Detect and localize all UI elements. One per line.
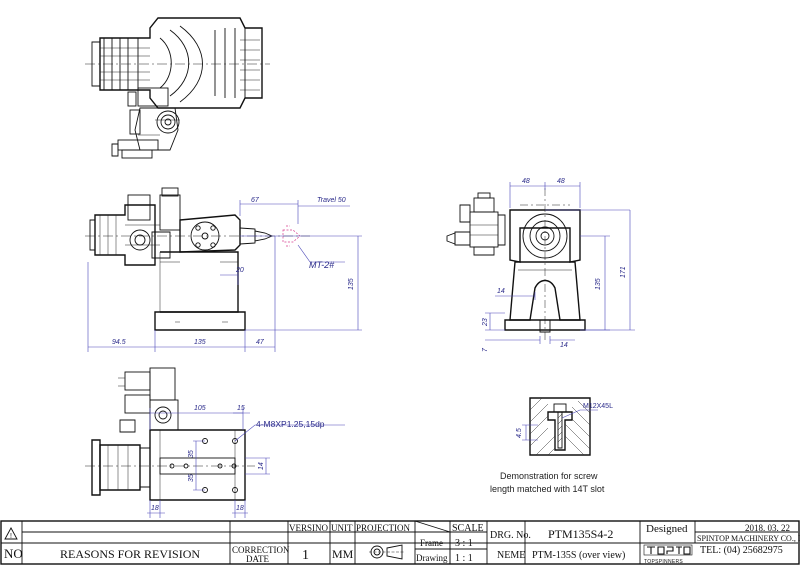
dim-23: 23 (482, 318, 489, 327)
dim-135-width: 135 (194, 339, 206, 346)
unit-value: MM (332, 547, 354, 561)
projection-symbol-icon (369, 544, 405, 560)
dim-14-top: 14 (258, 462, 265, 470)
dim-48-right: 48 (557, 178, 565, 185)
drg-no-value: PTM135S4-2 (548, 527, 613, 541)
frame-label: Frame (420, 538, 443, 548)
dim-18-right: 18 (236, 505, 244, 512)
plan-view-top (85, 17, 270, 159)
dim-135-side: 135 (595, 278, 602, 290)
version-header: VERSINO (289, 523, 329, 533)
dim-135-height: 135 (348, 278, 355, 290)
company-logo: TOPSPINNERS (643, 544, 693, 565)
unit-header: UNIT (331, 523, 353, 533)
col-no: NO (4, 546, 23, 561)
designed-label: Designed (646, 523, 688, 535)
dim-171: 171 (620, 266, 627, 278)
side-view: 48 48 135 171 14 23 7 14 (446, 178, 635, 352)
dim-15: 15 (237, 405, 245, 412)
dim-105: 105 (194, 405, 206, 412)
dim-48-left: 48 (522, 178, 530, 185)
projection-header: PROJECTION (356, 523, 411, 533)
col-reasons: REASONS FOR REVISION (60, 547, 200, 561)
col-correction: CORRECTION (232, 545, 290, 555)
name-label: NEME (497, 550, 525, 561)
drawing-label: Drawing (416, 553, 448, 563)
drawing-scale: 1 : 1 (455, 553, 473, 564)
frame-scale: 3 : 1 (455, 538, 473, 549)
dim-35-lower: 35 (188, 474, 195, 482)
logo-text: TOPSPINNERS (644, 559, 683, 565)
dim-7: 7 (482, 347, 489, 352)
version-value: 1 (302, 548, 309, 563)
front-elevation-view: 67 Travel 50 MT-2# 20 135 94.5 135 47 (85, 187, 362, 352)
company-tel: TEL: (04) 25682975 (700, 545, 783, 556)
dim-20: 20 (235, 267, 244, 274)
date-value: 2018. 03. 22 (745, 523, 790, 533)
col-date: DATE (246, 554, 269, 564)
scale-header: SCALE (452, 523, 484, 534)
dim-travel-50: Travel 50 (317, 197, 346, 204)
demo-note-line1: Demonstration for screw (500, 471, 598, 481)
detail-screw-section: M12X45L 4.5 Demonstration for screw leng… (490, 397, 613, 494)
dim-47: 47 (256, 339, 265, 346)
dim-14-lower: 14 (560, 342, 568, 349)
title-block: ! NO REASONS FOR REVISION CORRECTION DAT… (0, 520, 800, 565)
dim-35-upper: 35 (188, 450, 195, 458)
name-value: PTM-135S (over view) (532, 550, 625, 561)
callout-morse-taper: MT-2# (309, 260, 335, 270)
dim-14-upper: 14 (497, 288, 505, 295)
dim-94-5: 94.5 (112, 339, 126, 346)
drg-no-label: DRG. No. (490, 530, 531, 541)
callout-screw-spec: M12X45L (583, 403, 613, 410)
demo-note-line2: length matched with 14T slot (490, 484, 605, 494)
callout-tapped-holes: 4-M8XP1.25,15dp (256, 419, 325, 429)
dim-4-5: 4.5 (516, 428, 523, 438)
dim-67: 67 (251, 197, 260, 204)
top-view: 105 15 4-M8XP1.25,15dp 35 35 14 18 18 (85, 367, 345, 518)
rev-warning-icon: ! (10, 533, 12, 540)
company-name: SPINTOP MACHINERY CO., LTD. (697, 534, 800, 543)
dim-18-left: 18 (151, 505, 159, 512)
